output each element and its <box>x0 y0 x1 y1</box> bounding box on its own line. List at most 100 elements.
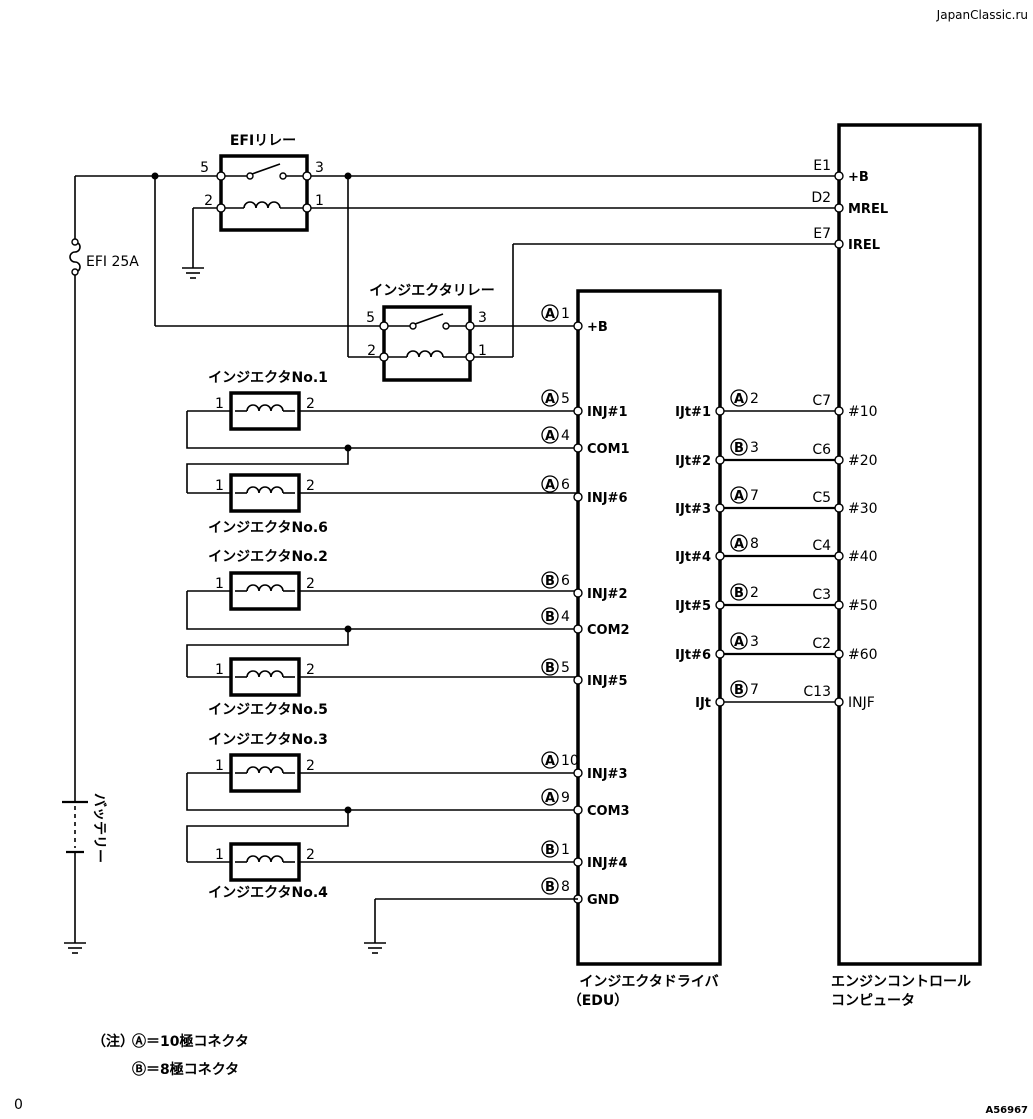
injector-relay-pin-3: 3 <box>478 310 487 326</box>
injector-pin-left: 1 <box>215 396 224 412</box>
connector-badge: A <box>541 475 559 493</box>
ecu-terminal-c4: C4#40 <box>812 538 877 565</box>
svg-text:B: B <box>545 880 555 895</box>
injector-label: インジエクタNo.1 <box>208 370 328 386</box>
svg-text:#60: #60 <box>848 647 878 663</box>
svg-text:COM3: COM3 <box>587 804 630 819</box>
note-a: Ⓐ＝10極コネクタ <box>132 1033 249 1050</box>
svg-text:2: 2 <box>750 391 759 407</box>
connector-badge: B <box>730 438 748 456</box>
connector-badge: B <box>541 607 559 625</box>
ecu-terminal-c3: C3#50 <box>812 587 877 614</box>
svg-text:A: A <box>545 791 555 806</box>
ecu-label-sub: コンピュータ <box>831 993 915 1009</box>
connector-badge: B <box>541 840 559 858</box>
injector-label: インジエクタNo.3 <box>208 732 328 748</box>
page-mark: 0 <box>14 1097 23 1113</box>
efi-relay-pin-2: 2 <box>204 193 213 209</box>
svg-text:4: 4 <box>561 609 570 625</box>
svg-text:A: A <box>734 489 744 504</box>
efi-relay-label: EFIリレー <box>230 133 296 149</box>
svg-text:COM1: COM1 <box>587 442 630 457</box>
svg-text:3: 3 <box>750 440 759 456</box>
injector-pin-right: 2 <box>306 576 315 592</box>
note-b: Ⓑ＝8極コネクタ <box>132 1061 239 1078</box>
svg-text:E1: E1 <box>813 158 831 174</box>
efi-relay-pin-5: 5 <box>200 160 209 176</box>
edu-label: インジエクタドライバ <box>579 974 718 990</box>
injector-pin-left: 1 <box>215 662 224 678</box>
svg-text:B: B <box>734 683 744 698</box>
edu-box <box>576 289 722 966</box>
svg-text:INJ#6: INJ#6 <box>587 491 628 506</box>
svg-text:A: A <box>545 478 555 493</box>
svg-text:10: 10 <box>561 753 579 769</box>
svg-text:B: B <box>545 843 555 858</box>
svg-text:A: A <box>734 537 744 552</box>
injector-label: インジエクタNo.4 <box>208 885 328 901</box>
injector-relay-pin-5: 5 <box>366 310 375 326</box>
connector-badge: B <box>730 680 748 698</box>
svg-text:COM2: COM2 <box>587 623 630 638</box>
connector-badge: B <box>730 583 748 601</box>
svg-text:C3: C3 <box>812 587 831 603</box>
svg-text:C7: C7 <box>812 393 831 409</box>
svg-text:C2: C2 <box>812 636 831 652</box>
svg-text:B: B <box>734 586 744 601</box>
supply-wiring <box>69 172 836 943</box>
svg-text:A: A <box>545 754 555 769</box>
efi-relay-pin-3: 3 <box>315 160 324 176</box>
svg-text:D2: D2 <box>811 190 831 206</box>
connector-badge: A <box>730 632 748 650</box>
svg-text:INJ#2: INJ#2 <box>587 587 628 602</box>
svg-text:IREL: IREL <box>848 238 880 253</box>
figure-code: A56967 <box>985 1105 1028 1116</box>
svg-text:IJt#3: IJt#3 <box>675 502 711 517</box>
ecu-terminal-c2: C2 #60 <box>812 636 877 663</box>
svg-text:A: A <box>545 392 555 407</box>
svg-text:MREL: MREL <box>848 202 888 217</box>
ecu-terminals: E1+BD2MRELE7IRELC7#10C6#20C5#30C4#40C3#5… <box>803 158 888 711</box>
svg-text:1: 1 <box>561 842 570 858</box>
svg-text:B: B <box>545 610 555 625</box>
efi-relay <box>216 154 312 232</box>
svg-text:INJ#4: INJ#4 <box>587 856 628 871</box>
svg-text:5: 5 <box>561 391 570 407</box>
svg-text:+B: +B <box>848 170 869 185</box>
ecu-terminal-c5: C5#30 <box>812 490 877 517</box>
svg-text:7: 7 <box>750 488 759 504</box>
svg-text:8: 8 <box>561 879 570 895</box>
svg-text:C5: C5 <box>812 490 831 506</box>
battery-label: バッテリー <box>91 793 107 863</box>
connector-badge: A <box>541 426 559 444</box>
svg-text:B: B <box>545 661 555 676</box>
connector-badge: A <box>730 534 748 552</box>
svg-text:3: 3 <box>750 634 759 650</box>
svg-text:5: 5 <box>561 660 570 676</box>
fuse-icon <box>71 238 79 246</box>
injector-relay-pin-1: 1 <box>478 343 487 359</box>
injector-pin-right: 2 <box>306 396 315 412</box>
svg-text:#40: #40 <box>848 549 878 565</box>
note-prefix: （注） <box>92 1033 134 1050</box>
injector-pin-right: 2 <box>306 478 315 494</box>
svg-text:2: 2 <box>750 585 759 601</box>
svg-text:6: 6 <box>561 477 570 493</box>
svg-text:8: 8 <box>750 536 759 552</box>
injector-pin-right: 2 <box>306 758 315 774</box>
svg-text:B: B <box>734 441 744 456</box>
svg-text:IJt#2: IJt#2 <box>675 454 711 469</box>
ecu-terminal-e1: E1 +B <box>813 158 869 185</box>
svg-text:IJt#5: IJt#5 <box>675 599 711 614</box>
